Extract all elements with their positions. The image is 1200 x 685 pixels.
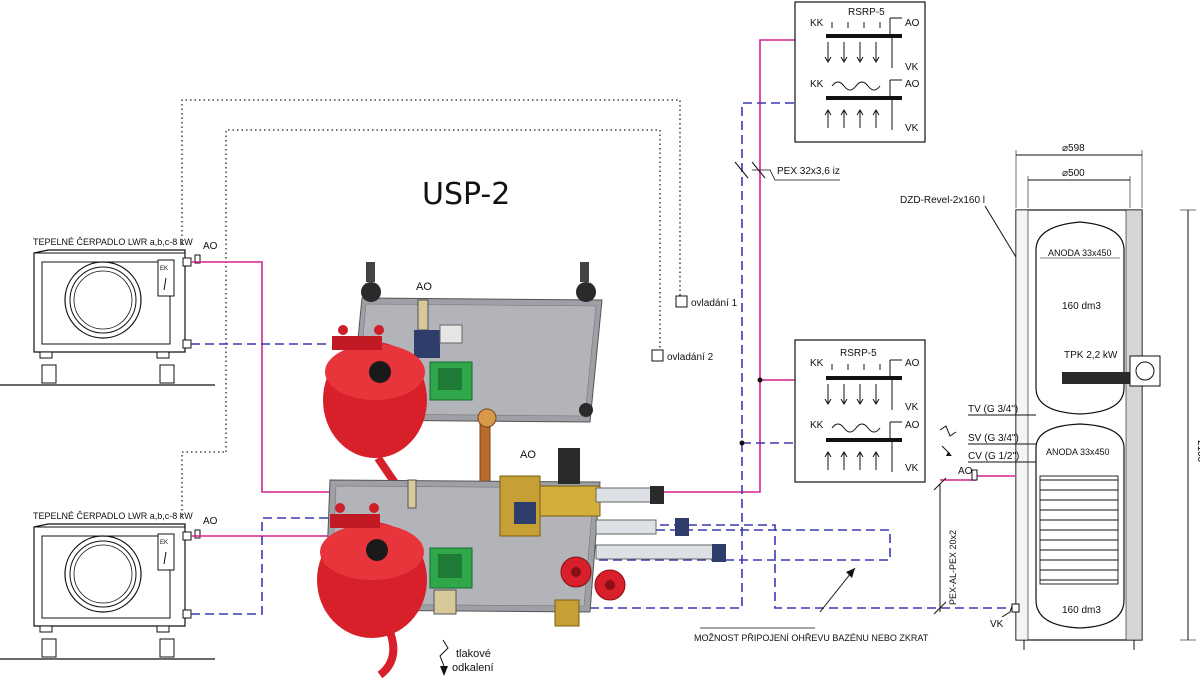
drain-label-2: odkalení — [452, 662, 494, 674]
heat-pump-1-ao-label: AO — [203, 241, 218, 252]
manifold-2-vk-bottom: VK — [905, 463, 919, 474]
manifold-1-ao-top: AO — [905, 18, 920, 29]
control-wiring — [181, 99, 681, 515]
heat-pump-2-ek-label: EK — [160, 540, 168, 546]
drain-label-1: tlakové — [456, 648, 491, 660]
manifold-2-vk-top: VK — [905, 402, 919, 413]
system-title: USP-2 — [422, 177, 510, 212]
control-2-label: ovladání 2 — [667, 352, 714, 363]
tank-anode-bottom: ANODA 33x450 — [1046, 447, 1110, 457]
heat-pump-2-label: TEPELNÉ ČERPADLO LWR a,b,c-8 kW — [33, 511, 193, 521]
tank-ao: AO — [958, 466, 973, 477]
manifold-2: RSRP-5 KK AO VK KK AO VK — [794, 339, 926, 483]
manifold-1-ao-bottom: AO — [905, 79, 920, 90]
tank-vk: VK — [990, 619, 1004, 630]
pipe-crossings: PEX 32x3,6 iz — [734, 161, 840, 446]
module-ao-top: AO — [416, 281, 432, 293]
manifold-1-vk-bottom: VK — [905, 123, 919, 134]
tank-heater: TPK 2,2 kW — [1064, 350, 1118, 361]
usp-2-module-lower: AO — [317, 448, 726, 679]
tank-volume-bottom: 160 dm3 — [1062, 605, 1101, 616]
control-box-1: ovladání 1 — [675, 295, 738, 309]
tank-sv: SV (G 3/4") — [968, 433, 1019, 444]
manifold-1-kk-bottom: KK — [810, 79, 824, 90]
manifold-1-kk-top: KK — [810, 18, 824, 29]
heat-pump-2: TEPELNÉ ČERPADLO LWR a,b,c-8 kW EK AO — [0, 511, 218, 660]
heat-pump-1: TEPELNÉ ČERPADLO LWR a,b,c-8 kW EK AO — [0, 237, 218, 386]
pool-label: MOŽNOST PŘIPOJENÍ OHŘEVU BAZÉNU NEBO ZKR… — [694, 633, 929, 643]
tank-tv: TV (G 3/4") — [968, 404, 1018, 415]
manifold-2-ao-top: AO — [905, 358, 920, 369]
manifold-2-kk-bottom: KK — [810, 420, 824, 431]
manifold-1-title: RSRP-5 — [848, 7, 885, 18]
pex-al-pex-dimension: PEX-AL-PEX 20x2 — [933, 477, 958, 615]
tank-anode-top: ANODA 33x450 — [1048, 248, 1112, 258]
heat-pump-1-ek-label: EK — [160, 266, 168, 272]
tank-height: 2100 — [1195, 440, 1200, 463]
heat-pump-2-ao-label: AO — [203, 516, 218, 527]
manifold-2-ao-bottom: AO — [905, 420, 920, 431]
control-box-2: ovladání 2 — [651, 349, 714, 363]
tank-inner-diameter: ⌀500 — [1062, 168, 1085, 179]
water-tank: ⌀598 ⌀500 2100 DZD-Revel-2x160 l ANODA 3… — [900, 143, 1200, 650]
tank-outer-diameter: ⌀598 — [1062, 143, 1085, 154]
manifold-1-vk-top: VK — [905, 62, 919, 73]
manifold-2-kk-top: KK — [810, 358, 824, 369]
tank-cv: CV (G 1/2") — [968, 451, 1019, 462]
heat-pump-1-label: TEPELNÉ ČERPADLO LWR a,b,c-8 kW — [33, 237, 193, 247]
module-ao-mid: AO — [520, 449, 536, 461]
manifold-1: RSRP-5 KK AO VK KK AO VK — [794, 1, 926, 143]
usp-2-module: AO — [323, 262, 603, 509]
pool-connection: MOŽNOST PŘIPOJENÍ OHŘEVU BAZÉNU NEBO ZKR… — [694, 567, 929, 643]
tank-volume-top: 160 dm3 — [1062, 301, 1101, 312]
pex-al-pex-label: PEX-AL-PEX 20x2 — [948, 530, 958, 605]
manifold-2-title: RSRP-5 — [840, 348, 877, 359]
tank-name: DZD-Revel-2x160 l — [900, 195, 985, 206]
control-1-label: ovladání 1 — [691, 298, 738, 309]
drain-indicator: tlakové odkalení — [439, 639, 494, 676]
pipe-label: PEX 32x3,6 iz — [777, 166, 840, 177]
